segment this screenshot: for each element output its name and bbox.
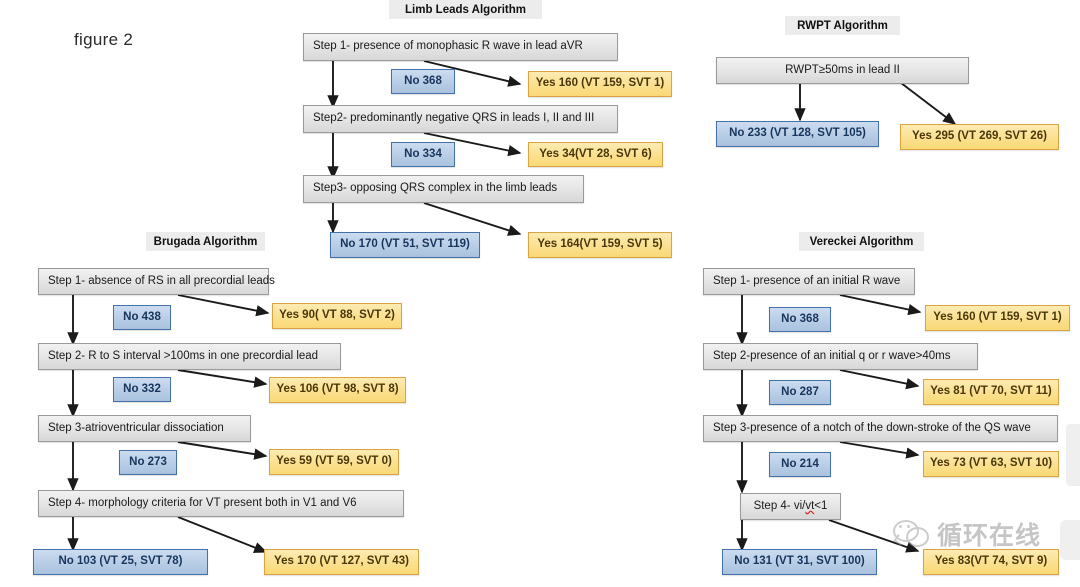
page-artifact: [1060, 520, 1080, 560]
limb-no-2: No 334: [391, 142, 455, 167]
vereckei-step-4-suffix: <1: [814, 499, 828, 512]
vereckei-step-1: Step 1- presence of an initial R wave: [703, 268, 915, 295]
vereckei-no-3: No 214: [769, 452, 831, 477]
limb-yes-1: Yes 160 (VT 159, SVT 1): [528, 71, 672, 97]
rwpt-step-1: RWPT≥50ms in lead II: [716, 57, 969, 84]
vereckei-step-4-misspelled-word: vt: [805, 499, 815, 512]
vereckei-yes-2: Yes 81 (VT 70, SVT 11): [923, 379, 1059, 405]
vereckei-step-3: Step 3-presence of a notch of the down-s…: [703, 415, 1058, 442]
brugada-step-2: Step 2- R to S interval >100ms in one pr…: [38, 343, 341, 370]
vereckei-step-4: Step 4- vi/vt<1: [740, 493, 841, 520]
brugada-step-1: Step 1- absence of RS in all precordial …: [38, 268, 275, 295]
brugada-yes-2: Yes 106 (VT 98, SVT 8): [269, 377, 406, 403]
brugada-yes-3: Yes 59 (VT 59, SVT 0): [269, 449, 399, 475]
limb-step-3: Step3- opposing QRS complex in the limb …: [303, 175, 584, 203]
vereckei-step-4-prefix: Step 4- vi/: [753, 499, 806, 512]
rwpt-final-no: No 233 (VT 128, SVT 105): [716, 121, 879, 147]
limb-final-no: No 170 (VT 51, SVT 119): [330, 232, 480, 258]
vereckei-step-2: Step 2-presence of an initial q or r wav…: [703, 343, 978, 370]
brugada-final-no: No 103 (VT 25, SVT 78): [33, 549, 208, 575]
vereckei-no-1: No 368: [769, 307, 831, 332]
brugada-yes-4: Yes 170 (VT 127, SVT 43): [264, 549, 419, 575]
brugada-no-3: No 273: [119, 450, 177, 475]
brugada-no-1: No 438: [113, 305, 171, 330]
brugada-step-4: Step 4- morphology criteria for VT prese…: [38, 490, 404, 517]
wechat-icon: [893, 518, 933, 550]
page-artifact: [1066, 424, 1080, 486]
brugada-step-3: Step 3-atrioventricular dissociation: [38, 415, 251, 442]
vereckei-yes-4: Yes 83(VT 74, SVT 9): [923, 549, 1059, 575]
limb-yes-3: Yes 164(VT 159, SVT 5): [528, 232, 672, 258]
brugada-yes-1: Yes 90( VT 88, SVT 2): [272, 303, 402, 329]
title-limb-leads: Limb Leads Algorithm: [389, 0, 542, 19]
limb-step-2: Step2- predominantly negative QRS in lea…: [303, 105, 618, 133]
figure-label: figure 2: [74, 30, 134, 49]
title-rwpt: RWPT Algorithm: [785, 16, 900, 35]
limb-no-1: No 368: [391, 69, 455, 94]
watermark-text: 循环在线: [937, 521, 1042, 550]
rwpt-yes-1: Yes 295 (VT 269, SVT 26): [900, 124, 1059, 150]
vereckei-yes-3: Yes 73 (VT 63, SVT 10): [923, 451, 1059, 477]
limb-step-1: Step 1- presence of monophasic R wave in…: [303, 33, 618, 61]
vereckei-yes-1: Yes 160 (VT 159, SVT 1): [925, 305, 1070, 331]
brugada-no-2: No 332: [113, 377, 171, 402]
vereckei-final-no: No 131 (VT 31, SVT 100): [722, 549, 877, 575]
vereckei-no-2: No 287: [769, 380, 831, 405]
title-brugada: Brugada Algorithm: [146, 232, 265, 251]
limb-yes-2: Yes 34(VT 28, SVT 6): [528, 142, 663, 167]
title-vereckei: Vereckei Algorithm: [799, 232, 924, 251]
